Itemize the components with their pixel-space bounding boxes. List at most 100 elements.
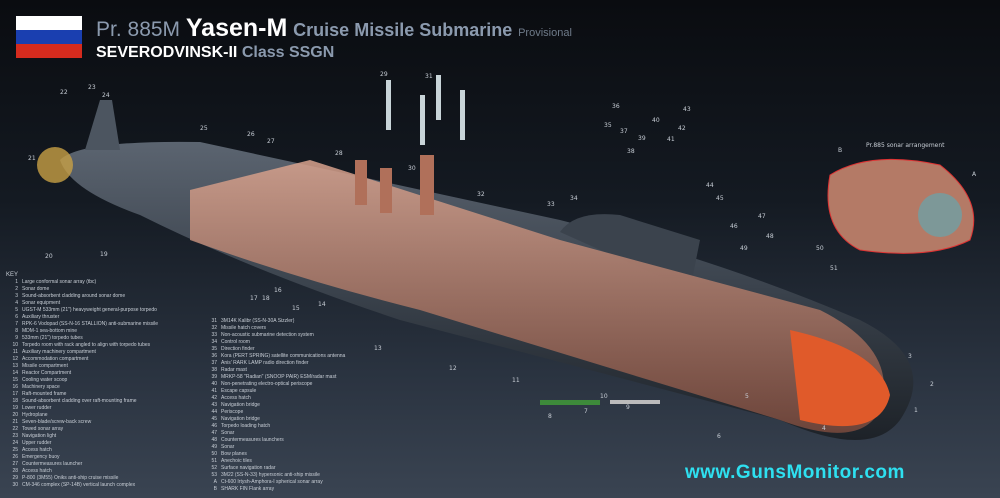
key-item-label: Raft-mounted frame [22, 391, 67, 397]
key-item-label: Towed sonar array [22, 426, 64, 432]
torpedo-outside [540, 400, 660, 405]
callout: 47 [758, 213, 766, 220]
callout: 2 [930, 381, 934, 388]
callout: 6 [717, 433, 721, 440]
inset-label-b: B [838, 147, 842, 154]
key-item-number: 20 [12, 412, 18, 418]
key-item-label: Access hatch [221, 395, 251, 401]
key-item-label: SHARK FIN Flank array [221, 486, 275, 492]
callout: 49 [740, 245, 748, 252]
key-item-number: 9 [15, 335, 18, 341]
propeller [37, 147, 73, 183]
callout: 20 [45, 253, 53, 260]
inset-title: Pr.885 sonar arrangement [866, 142, 945, 149]
callout: 34 [570, 195, 578, 202]
key-item-label: Emergency buoy [22, 454, 60, 460]
key-item-number: 38 [211, 367, 217, 373]
key-item-number: 52 [211, 465, 217, 471]
key-item-label: Reactor Compartment [22, 370, 72, 376]
key-item-label: 3M14K Kalibr (SS-N-30A Sizzler) [221, 318, 295, 324]
key-item-number: 7 [15, 321, 18, 327]
key-item-label: Ct-600 Irtysh-Amphora-I spherical sonar … [221, 479, 323, 485]
key-item-label: Bow planes [221, 451, 247, 457]
key-item-number: 14 [12, 370, 18, 376]
callout: 30 [408, 165, 416, 172]
key-item-number: 45 [211, 416, 217, 422]
key-item: 17 Raft-mounted frame [6, 391, 158, 398]
key-item-number: 44 [211, 409, 217, 415]
key-item: 52 Surface navigation radar [205, 465, 345, 472]
key-item-number: 10 [12, 342, 18, 348]
key-item-label: Surface navigation radar [221, 465, 276, 471]
key-item-label: Sound-absorbent cladding around sonar do… [22, 293, 126, 299]
key-item-label: Non-acoustic submarine detection system [221, 332, 314, 338]
key-item-number: 53 [211, 472, 217, 478]
key-item-label: Hydroplane [22, 412, 48, 418]
callout: 5 [745, 393, 749, 400]
key-item-number: 2 [15, 286, 18, 292]
key-item-number: 39 [211, 374, 217, 380]
key-item-number: 42 [211, 395, 217, 401]
callout: 13 [374, 345, 382, 352]
page-subtitle: SEVERODVINSK-II Class SSGN [96, 44, 335, 61]
callout: 24 [102, 92, 110, 99]
inset-label-a: A [972, 171, 977, 178]
callout: 11 [512, 377, 520, 384]
key-item-label: Access hatch [22, 447, 52, 453]
key-item-number: 16 [12, 384, 18, 390]
callout: 1 [914, 407, 918, 414]
callout: 15 [292, 305, 300, 312]
callout: 32 [477, 191, 485, 198]
key-item: 16 Machinery space [6, 384, 158, 391]
key-item-label: Control room [221, 339, 250, 345]
key-item-number: 49 [211, 444, 217, 450]
key-item-number: 43 [211, 402, 217, 408]
key-item-label: Access hatch [22, 468, 52, 474]
callout: 14 [318, 301, 326, 308]
callout: 40 [652, 117, 660, 124]
key-item-number: 48 [211, 437, 217, 443]
callout: 26 [247, 131, 255, 138]
website-watermark: www.GunsMonitor.com [685, 462, 905, 483]
key-item-number: 35 [211, 346, 217, 352]
key-item-number: 46 [211, 423, 217, 429]
key-item-number: 23 [12, 433, 18, 439]
callout: 10 [600, 393, 608, 400]
key-item-label: Missile compartment [22, 363, 68, 369]
key-item-label: Navigation bridge [221, 402, 260, 408]
key-item-number: 17 [12, 391, 18, 397]
key-item-label: Auxiliary machinery compartment [22, 349, 96, 355]
key-item-label: Machinery space [22, 384, 60, 390]
callout: 41 [667, 136, 675, 143]
key-item-label: Countermeasures launcher [22, 461, 83, 467]
key-item-label: Sound-absorbent cladding over raft-mount… [22, 398, 137, 404]
key-item: 14 Reactor Compartment [6, 370, 158, 377]
key-item-number: 15 [12, 377, 18, 383]
key-item-label: Upper rudder [22, 440, 52, 446]
callout: 3 [908, 353, 912, 360]
key-item-number: 25 [12, 447, 18, 453]
key-item: 25 Access hatch [6, 447, 158, 454]
callout: 48 [766, 233, 774, 240]
key-item-label: Radar mast [221, 367, 247, 373]
